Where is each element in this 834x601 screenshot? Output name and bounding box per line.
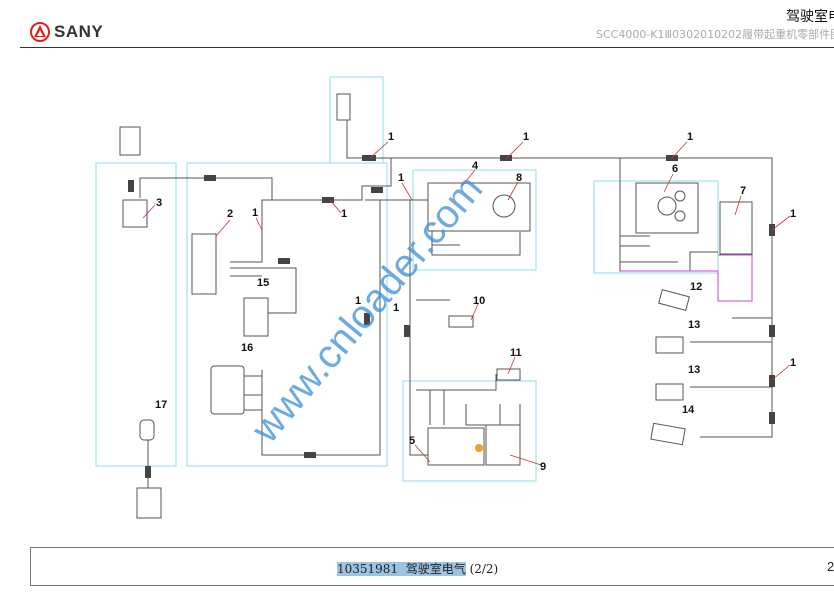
frame-left: [95, 162, 177, 467]
callout-15: 15: [257, 277, 269, 289]
callout-2: 2: [227, 208, 233, 220]
callout-12: 12: [690, 281, 702, 293]
callout-16: 16: [241, 342, 253, 354]
callout-11: 11: [510, 347, 522, 359]
component-3-fuse-box: [122, 199, 148, 228]
component-top-device: [336, 93, 351, 121]
callout-1: 1: [252, 207, 258, 219]
callout-1: 1: [790, 357, 796, 369]
callout-13: 13: [688, 319, 700, 331]
component-13a: [655, 336, 684, 354]
callout-6: 6: [672, 163, 678, 175]
callout-7: 7: [740, 185, 746, 197]
callout-1: 1: [687, 131, 693, 143]
callout-1: 1: [790, 208, 796, 220]
callout-17: 17: [155, 399, 167, 411]
callout-1: 1: [393, 302, 399, 314]
highlighted-wire: [620, 254, 753, 302]
component-14: [650, 422, 686, 446]
callout-5: 5: [409, 435, 415, 447]
sany-logo: SANY: [30, 22, 103, 42]
callout-10: 10: [473, 295, 485, 307]
footer-title: 10351981 驾驶室电气 (2/2): [337, 560, 498, 577]
title-block: 10351981 驾驶室电气 (2/2) 2: [30, 547, 834, 586]
component-2: [191, 233, 217, 295]
component-7: [719, 201, 753, 255]
component-13b: [655, 383, 684, 401]
sany-logo-icon: [30, 22, 50, 42]
header-divider: [20, 47, 834, 48]
callout-4: 4: [472, 160, 479, 172]
logo-text: SANY: [54, 22, 104, 41]
callout-1: 1: [398, 172, 404, 184]
callout-1: 1: [355, 295, 361, 307]
callout-13: 13: [688, 364, 700, 376]
callout-labels: 1 1 1 1 1 1 1 1 1 1 2 3 4 5 6 7 8 9 10 1…: [155, 131, 796, 473]
part-number: 10351981: [337, 562, 399, 576]
callout-3: 3: [156, 197, 162, 209]
component-5-switch-panel: [427, 427, 485, 466]
component-17-beacon: [139, 419, 155, 441]
component-8-knob: [492, 194, 516, 218]
components: [119, 93, 753, 519]
callout-1: 1: [388, 131, 394, 143]
component-10: [448, 315, 474, 328]
watermark: www.cnloader.com: [243, 167, 492, 452]
component-12: [658, 289, 690, 311]
page-number: 2: [827, 559, 834, 574]
component-11: [496, 368, 521, 381]
frame-panel-6: [593, 180, 719, 274]
part-name: 驾驶室电气: [405, 562, 466, 576]
emergency-stop-icon: [475, 444, 483, 452]
connectors: [128, 155, 775, 478]
callout-9: 9: [540, 461, 546, 473]
sheet-number: (2/2): [469, 562, 499, 576]
callout-1: 1: [341, 208, 347, 220]
frame-panel-5: [402, 380, 537, 482]
document-subtitle: SCC4000-K1Ⅲ0302010202履带起重机零部件图: [596, 28, 834, 41]
component-15: [243, 297, 269, 337]
component-9-joystick: [485, 424, 521, 466]
callout-14: 14: [682, 404, 695, 416]
callout-1: 1: [523, 131, 529, 143]
frame-center: [186, 162, 388, 467]
document-title: 驾驶室电: [786, 9, 834, 25]
component-bottom-box: [136, 487, 162, 519]
component-16: [210, 365, 245, 415]
frame-top: [329, 76, 384, 164]
component-top-left-box: [119, 126, 141, 156]
callout-8: 8: [516, 172, 522, 184]
leader-lines: [142, 141, 791, 466]
